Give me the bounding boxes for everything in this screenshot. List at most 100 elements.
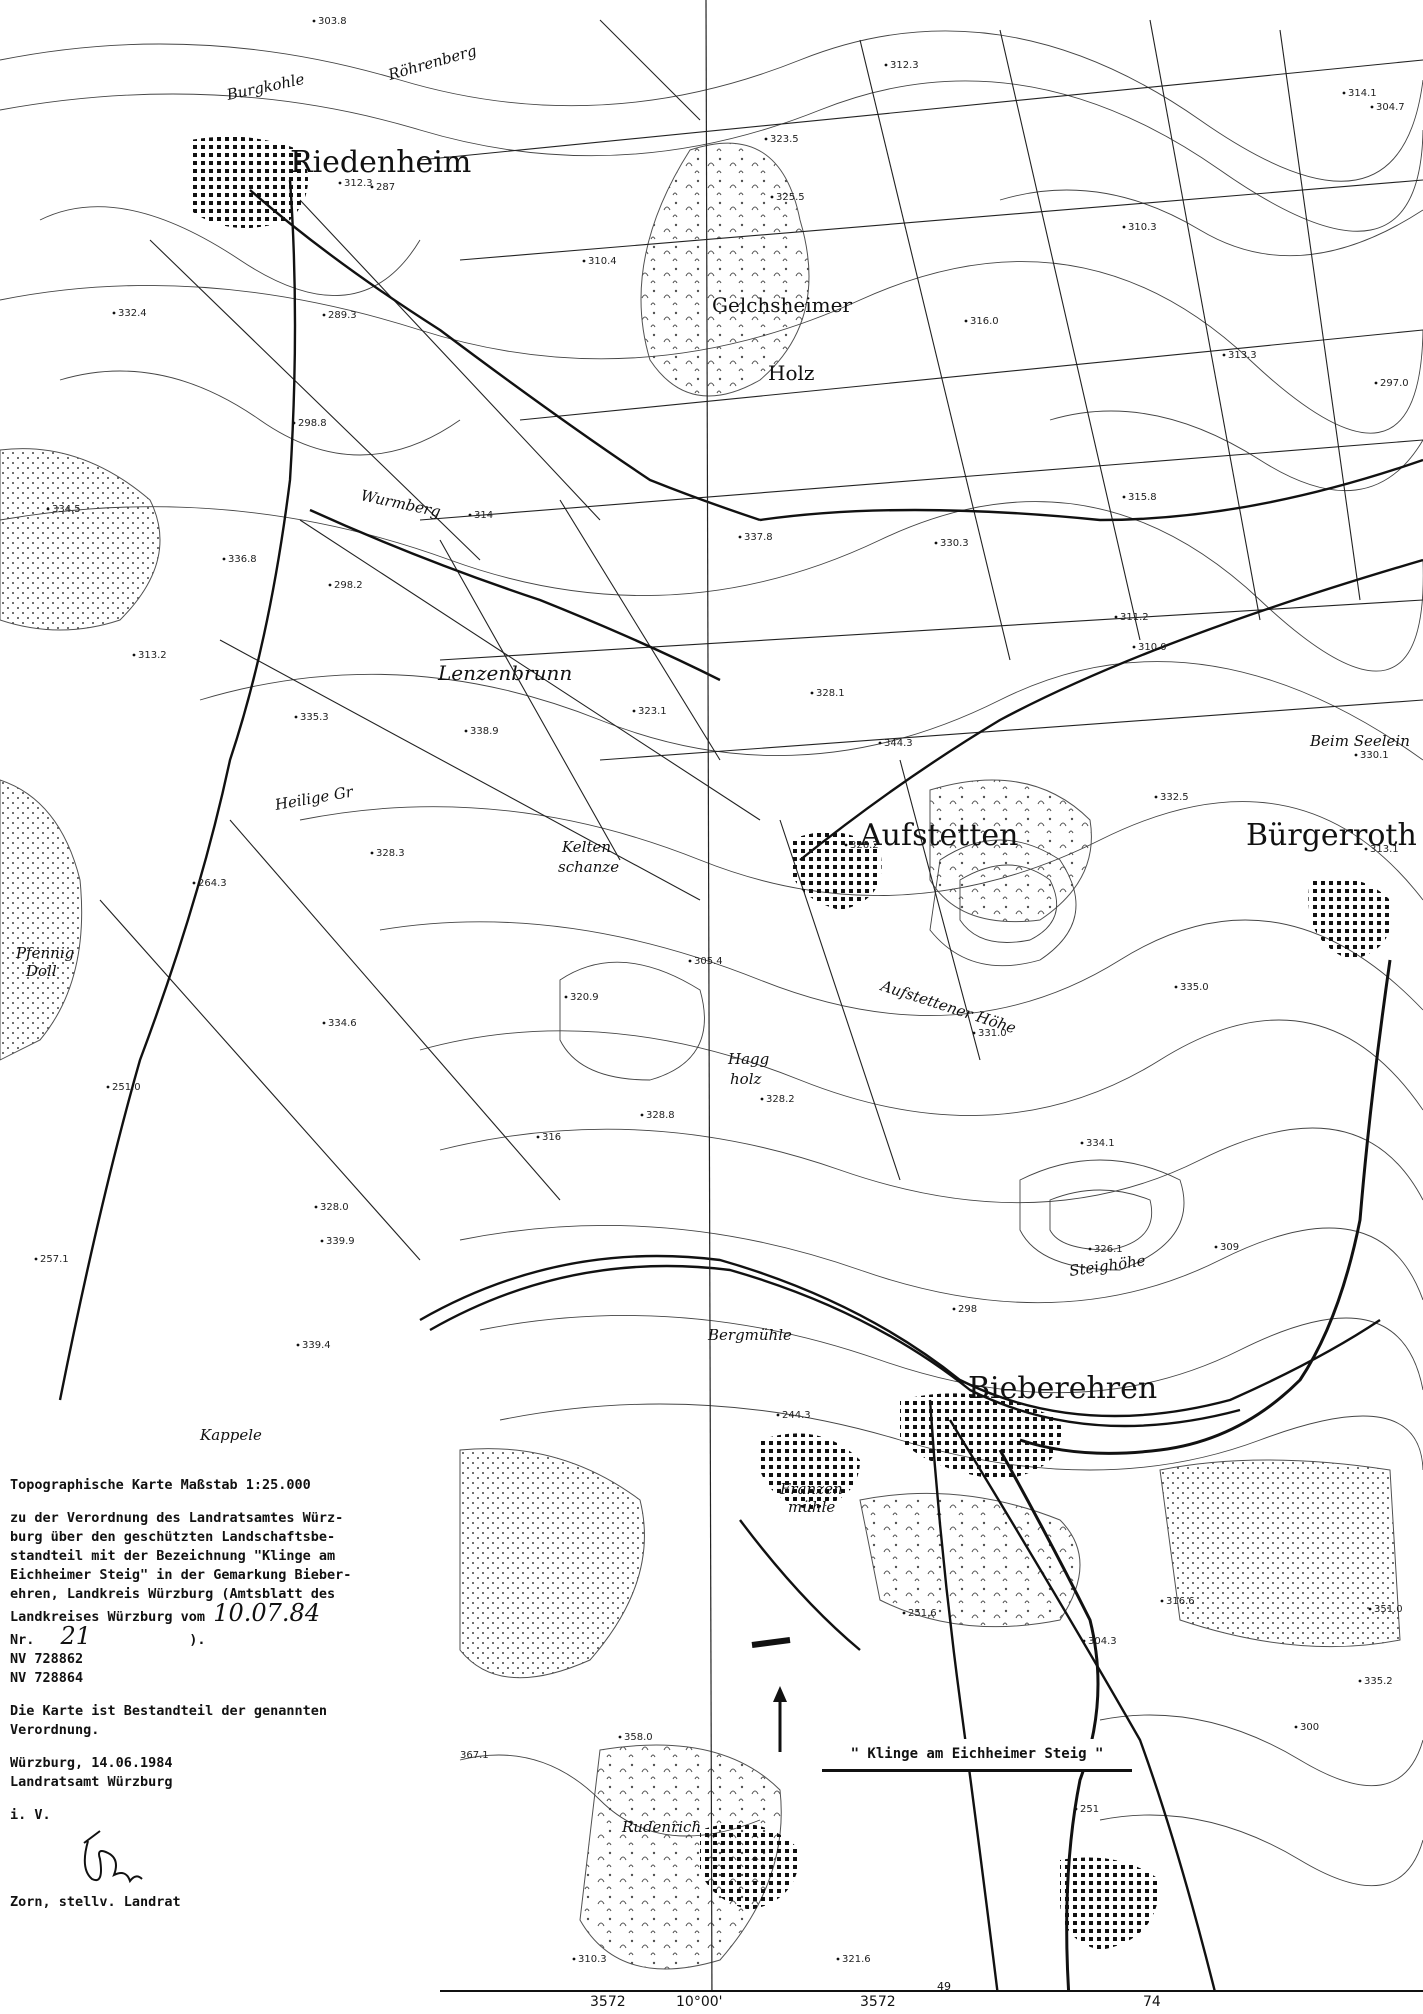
- spot-height-dot: [294, 715, 298, 719]
- spot-height-dot: [328, 583, 332, 587]
- spot-height-dot: [836, 1957, 840, 1961]
- spot-height-dot: [688, 959, 692, 963]
- spot-height: 367.1: [460, 1750, 489, 1761]
- spot-height: 304.3: [1088, 1636, 1117, 1647]
- spot-height: 328.3: [376, 848, 405, 859]
- spot-height: 328.0: [320, 1202, 349, 1213]
- grid-meridian: [705, 0, 713, 2012]
- spot-height: 257.1: [40, 1254, 69, 1265]
- spot-height: 313.2: [138, 650, 167, 661]
- spot-height: 315.8: [1128, 492, 1157, 503]
- spot-height: 298.2: [334, 580, 363, 591]
- spot-height: 335.0: [1180, 982, 1209, 993]
- spot-height-dot: [292, 421, 296, 425]
- spot-height-dot: [760, 1097, 764, 1101]
- spot-height: 310.3: [1128, 222, 1157, 233]
- legend-nv-1: NV 728862: [10, 1651, 84, 1667]
- spot-height: 351.0: [1374, 1604, 1403, 1615]
- spot-height-dot: [1122, 495, 1126, 499]
- spot-height-dot: [370, 185, 374, 189]
- legend-title: Topographische Karte Maßstab 1:25.000: [10, 1477, 311, 1493]
- spot-height-dot: [618, 1735, 622, 1739]
- coord-tick: 49: [937, 1980, 951, 1993]
- spot-height: 323.1: [638, 706, 667, 717]
- spot-height-dot: [1374, 381, 1378, 385]
- spot-height: 328.2: [766, 1094, 795, 1105]
- spot-height-dot: [564, 995, 568, 999]
- spot-height-dot: [338, 181, 342, 185]
- spot-height: 358.0: [624, 1732, 653, 1743]
- legend-statement-2: Verordnung.: [10, 1722, 100, 1738]
- spot-height-dot: [1080, 1141, 1084, 1145]
- spot-height: 330.3: [940, 538, 969, 549]
- spot-height-dot: [1088, 1247, 1092, 1251]
- spot-height-dot: [964, 319, 968, 323]
- spot-height-dot: [1122, 225, 1126, 229]
- legend-place-date: Würzburg, 14.06.1984: [10, 1755, 173, 1771]
- legend-line-3: standteil mit der Bezeichnung "Klinge am: [10, 1548, 336, 1564]
- label-beim-seelein: Beim Seelein: [1309, 732, 1410, 750]
- spot-height-dot: [1174, 985, 1178, 989]
- spot-height-dot: [34, 1257, 38, 1261]
- spot-height-dot: [1214, 1245, 1218, 1249]
- spot-height-dot: [1154, 795, 1158, 799]
- spot-height-dot: [106, 1085, 110, 1089]
- spot-height: 321.6: [842, 1954, 871, 1965]
- spot-height-dot: [320, 1239, 324, 1243]
- spot-height: 310.0: [1138, 642, 1167, 653]
- spot-height-dot: [902, 1611, 906, 1615]
- label-bieberehren: Bieberehren: [968, 1371, 1157, 1406]
- legend-line-2: burg über den geschützten Landschaftsbe-: [10, 1529, 336, 1545]
- protected-area-label: " Klinge am Eichheimer Steig ": [822, 1739, 1132, 1772]
- legend-nr-prefix: Nr.: [10, 1632, 35, 1648]
- spot-height: 334.6: [328, 1018, 357, 1029]
- spot-height: 336.8: [228, 554, 257, 565]
- spot-height-dot: [640, 1113, 644, 1117]
- spot-height: 335.3: [300, 712, 329, 723]
- spot-height-dot: [764, 137, 768, 141]
- spot-height-dot: [738, 535, 742, 539]
- target-area-marker: [751, 1637, 791, 1648]
- map-legend: Topographische Karte Maßstab 1:25.000 zu…: [0, 1462, 458, 2012]
- spot-height: 314.1: [1348, 88, 1377, 99]
- label-ruedenrich: Rudenrich: [621, 1818, 701, 1836]
- spot-height-dot: [312, 19, 316, 23]
- legend-iv: i. V.: [10, 1807, 51, 1823]
- spot-height: 311.2: [1120, 612, 1149, 623]
- spot-height: 334.5: [52, 504, 81, 515]
- spot-height-dot: [878, 741, 882, 745]
- spot-height: 339.4: [302, 1340, 331, 1351]
- coord-left: 3572: [590, 1994, 626, 2010]
- spot-height-dot: [972, 1031, 976, 1035]
- spot-height: 316.6: [1166, 1596, 1195, 1607]
- spot-height: 251.6: [908, 1608, 937, 1619]
- spot-height-dot: [1114, 615, 1118, 619]
- spot-height: 334.1: [1086, 1138, 1115, 1149]
- label-buergerroth: Bürgerroth: [1246, 818, 1417, 853]
- spot-height: 325.5: [776, 192, 805, 203]
- spot-height-dot: [572, 1957, 576, 1961]
- spot-height-dot: [192, 881, 196, 885]
- spot-height-dot: [1364, 847, 1368, 851]
- spot-height: 309: [1220, 1242, 1239, 1253]
- label-hagg-a: Hagg: [727, 1050, 769, 1068]
- spot-height-dot: [468, 513, 472, 517]
- legend-nr-line: Nr. 21 ).: [10, 1624, 450, 1650]
- spot-height: 244.3: [782, 1410, 811, 1421]
- legend-statement-1: Die Karte ist Bestandteil der genannten: [10, 1703, 327, 1719]
- spot-height-dot: [322, 313, 326, 317]
- label-bergmuehle: Bergmühle: [707, 1326, 792, 1344]
- spot-height-dot: [1368, 1607, 1372, 1611]
- spot-height: 298: [958, 1304, 977, 1315]
- forest-areas: [0, 142, 1401, 1970]
- spot-height: 320.9: [570, 992, 599, 1003]
- spot-height: 339.9: [326, 1236, 355, 1247]
- spot-height-dot: [314, 1205, 318, 1209]
- spot-height-dot: [810, 691, 814, 695]
- spot-height: 337.8: [744, 532, 773, 543]
- handwritten-date: 10.07.84: [213, 1599, 321, 1627]
- spot-height-dot: [296, 1343, 300, 1347]
- spot-height-dot: [1160, 1599, 1164, 1603]
- spot-height-dot: [1082, 1639, 1086, 1643]
